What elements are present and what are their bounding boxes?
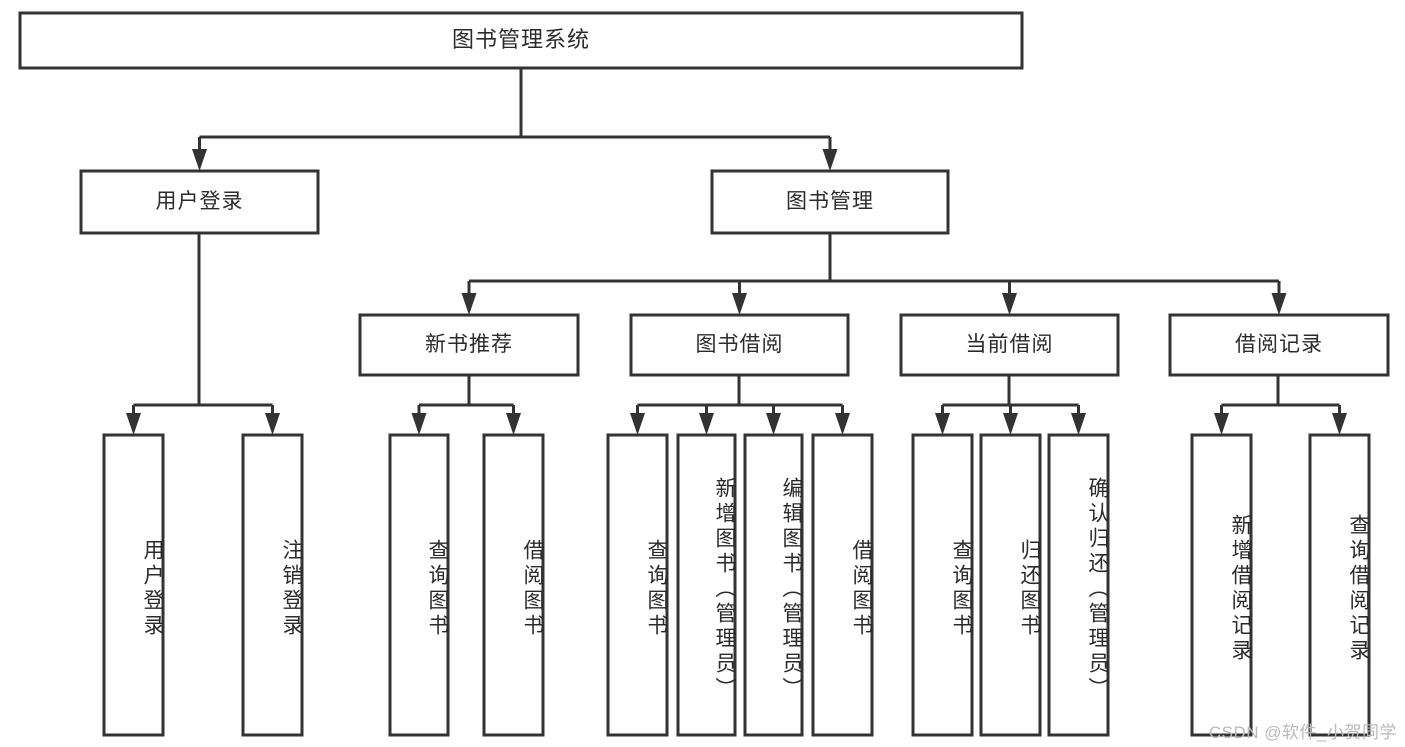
node-box-leaf_add_rec[interactable] <box>1190 433 1253 737</box>
arrow-head-leaf_add_rec <box>1214 413 1229 435</box>
node-box-leaf_query_b3[interactable] <box>911 433 974 737</box>
arrow-head-user_login <box>192 149 207 171</box>
node-box-leaf_query_rec[interactable] <box>1308 433 1371 737</box>
arrow-head-leaf_return <box>1003 413 1018 435</box>
arrow-head-leaf_edit_book <box>766 413 781 435</box>
arrow-head-borrow_record <box>1271 293 1287 315</box>
node-box-leaf_edit_book[interactable] <box>743 433 804 737</box>
arrow-head-book_manage <box>822 149 838 171</box>
watermark-text: CSDN @软件_小贺同学 <box>1208 723 1397 742</box>
edges-layer <box>126 68 1347 435</box>
node-box-book_borrow[interactable] <box>629 313 850 377</box>
node-box-book_manage[interactable] <box>710 169 950 235</box>
arrow-head-leaf_query_b2 <box>630 413 645 435</box>
arrow-head-leaf_logout <box>265 413 280 435</box>
node-box-leaf_query_b1[interactable] <box>388 433 450 737</box>
arrow-head-leaf_confirm <box>1071 413 1086 435</box>
arrow-head-new_book_rec <box>461 293 477 315</box>
arrow-head-leaf_borrow_b1 <box>506 413 521 435</box>
arrow-head-leaf_user_login <box>126 413 141 435</box>
arrow-head-current_borrow <box>1002 293 1017 315</box>
node-box-leaf_confirm[interactable] <box>1047 433 1110 737</box>
node-box-borrow_record[interactable] <box>1168 313 1390 377</box>
arrow-head-leaf_borrow_b2 <box>835 413 850 435</box>
node-box-leaf_logout[interactable] <box>241 433 304 737</box>
arrow-head-book_borrow <box>732 293 747 315</box>
node-box-leaf_query_b2[interactable] <box>606 433 669 737</box>
node-box-leaf_user_login[interactable] <box>102 433 165 737</box>
node-box-user_login[interactable] <box>79 169 320 235</box>
nodes-layer <box>18 11 1390 737</box>
node-box-leaf_add_book[interactable] <box>676 433 737 737</box>
node-box-leaf_return[interactable] <box>979 433 1042 737</box>
node-box-root[interactable] <box>18 11 1024 70</box>
arrow-head-leaf_query_b1 <box>411 413 427 435</box>
node-box-new_book_rec[interactable] <box>358 313 580 377</box>
node-box-current_borrow[interactable] <box>899 313 1120 377</box>
node-box-leaf_borrow_b1[interactable] <box>482 433 545 737</box>
arrow-head-leaf_add_book <box>699 413 714 435</box>
arrow-head-leaf_query_rec <box>1332 413 1347 435</box>
node-box-leaf_borrow_b2[interactable] <box>811 433 874 737</box>
arrow-head-leaf_query_b3 <box>935 413 950 435</box>
